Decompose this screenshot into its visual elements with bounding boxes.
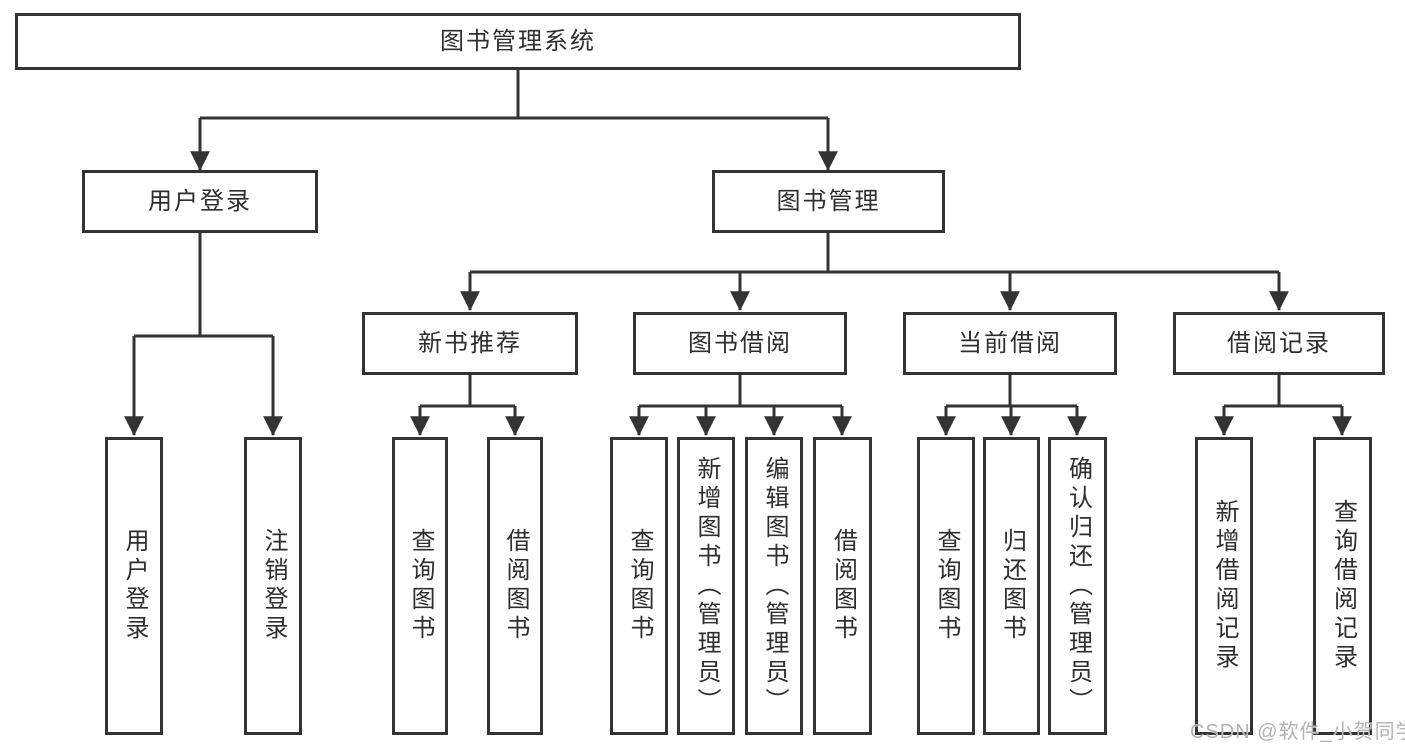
leaf-confirm-return-admin: 确认归还（管理员） <box>1048 437 1107 735</box>
leaf-query-borrow-record: 查询借阅记录 <box>1313 437 1372 735</box>
leaf-edit-books-admin-label: 编辑图书（管理员） <box>761 455 788 717</box>
leaf-add-borrow-record: 新增借阅记录 <box>1195 437 1253 735</box>
leaf-borrow-books-recommend: 借阅图书 <box>487 437 543 735</box>
watermark: CSDN @软件_小贺同学 <box>1190 721 1405 743</box>
connector-root-to-level2 <box>190 70 838 171</box>
node-user-login: 用户登录 <box>82 170 318 233</box>
node-book-borrow-label: 图书借阅 <box>688 329 792 357</box>
leaf-borrow-books-label: 借阅图书 <box>829 528 857 644</box>
leaf-query-books-recommend: 查询图书 <box>392 437 448 735</box>
leaf-query-books-borrow-label: 查询图书 <box>626 528 653 644</box>
node-user-login-label: 用户登录 <box>148 187 252 215</box>
node-root: 图书管理系统 <box>15 13 1021 70</box>
leaf-query-borrow-record-label: 查询借阅记录 <box>1329 499 1357 673</box>
connector-book-borrow-children <box>629 375 852 436</box>
connector-current-borrow-children <box>936 375 1087 436</box>
leaf-logout: 注销登录 <box>244 437 302 735</box>
leaf-query-books-borrow: 查询图书 <box>610 437 668 735</box>
leaf-query-books-current-label: 查询图书 <box>933 528 960 644</box>
node-book-management-label: 图书管理 <box>776 187 881 215</box>
leaf-edit-books-admin: 编辑图书（管理员） <box>745 437 803 735</box>
connector-borrow-records-children <box>1214 375 1352 436</box>
connector-book-management-children <box>460 233 1289 311</box>
node-current-borrow-label: 当前借阅 <box>958 329 1062 357</box>
leaf-add-borrow-record-label: 新增借阅记录 <box>1211 499 1238 673</box>
leaf-query-books-recommend-label: 查询图书 <box>407 528 434 644</box>
leaf-return-books-label: 归还图书 <box>998 528 1026 644</box>
node-borrow-records: 借阅记录 <box>1173 312 1385 375</box>
leaf-logout-label: 注销登录 <box>260 528 287 644</box>
leaf-query-books-current: 查询图书 <box>917 437 975 735</box>
node-current-borrow: 当前借阅 <box>903 312 1117 375</box>
connector-user-login-children <box>124 233 283 436</box>
leaf-user-login: 用户登录 <box>105 437 163 735</box>
leaf-user-login-label: 用户登录 <box>121 528 148 644</box>
leaf-add-books-admin: 新增图书（管理员） <box>677 437 735 735</box>
leaf-confirm-return-admin-label: 确认归还（管理员） <box>1064 455 1092 717</box>
leaf-return-books: 归还图书 <box>983 437 1040 735</box>
node-root-label: 图书管理系统 <box>440 27 596 55</box>
node-borrow-records-label: 借阅记录 <box>1227 329 1331 357</box>
connector-new-book-children <box>410 375 525 436</box>
leaf-add-books-admin-label: 新增图书（管理员） <box>693 455 720 717</box>
leaf-borrow-books-recommend-label: 借阅图书 <box>502 528 529 644</box>
leaf-borrow-books: 借阅图书 <box>813 437 872 735</box>
node-new-book-recommend: 新书推荐 <box>362 312 578 375</box>
node-book-management: 图书管理 <box>712 170 945 233</box>
node-new-book-recommend-label: 新书推荐 <box>418 329 522 357</box>
node-book-borrow: 图书借阅 <box>633 312 847 375</box>
